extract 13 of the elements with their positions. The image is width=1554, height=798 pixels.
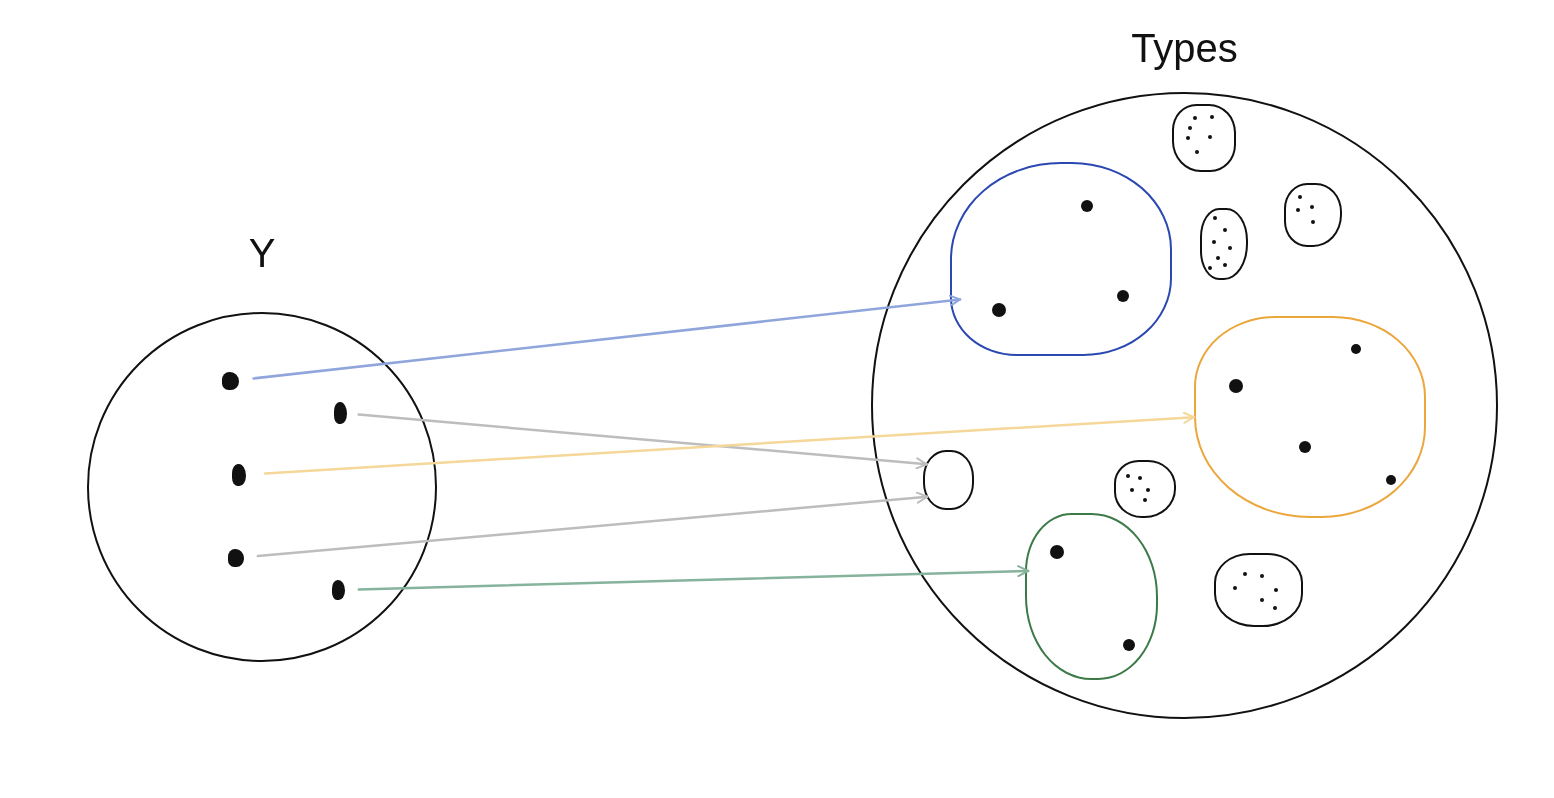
blob-shape [1172, 104, 1236, 172]
arrow [256, 491, 929, 558]
arrow [252, 294, 962, 380]
blob-shape [1114, 460, 1176, 518]
blob-shape [1214, 553, 1303, 627]
arrow [263, 411, 1196, 475]
blob-shape [1284, 183, 1342, 247]
arrow [357, 565, 1030, 591]
blob-shape [1200, 208, 1248, 280]
arrow [357, 413, 929, 470]
set-label: Y [248, 233, 276, 273]
blob-shape [923, 450, 974, 510]
set-label: Types [1131, 28, 1238, 68]
